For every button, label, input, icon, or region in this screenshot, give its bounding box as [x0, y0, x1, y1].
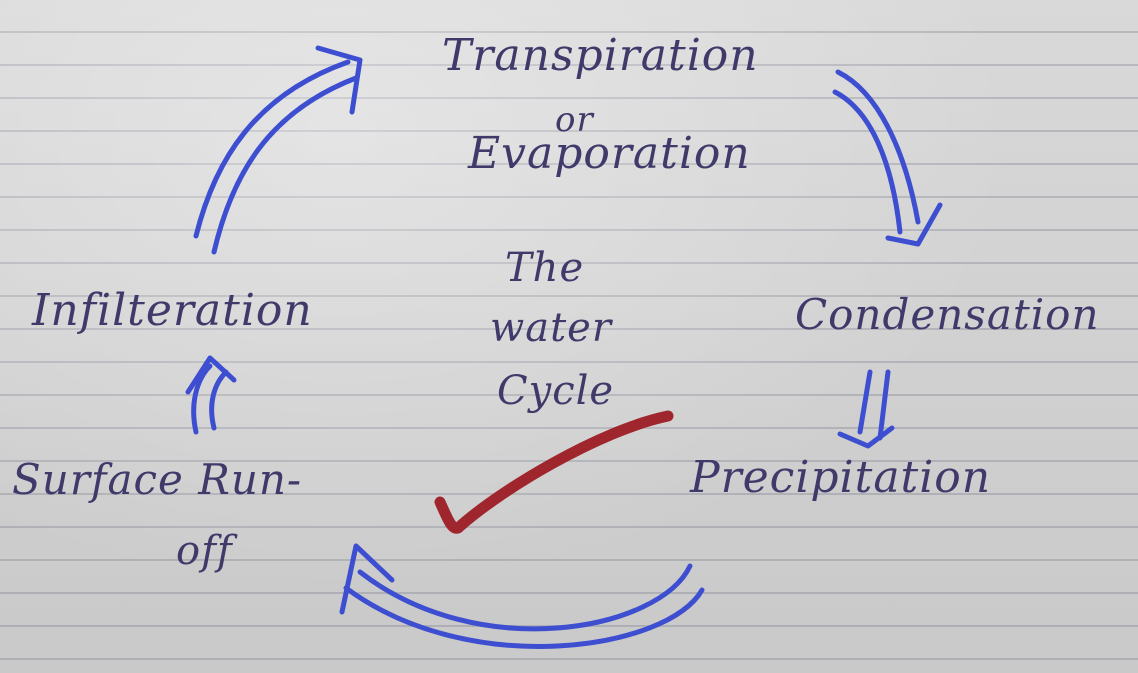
- label-precipitation: Precipitation: [690, 452, 992, 503]
- center-title-line2: water: [490, 305, 612, 351]
- label-condensation: Condensation: [795, 290, 1100, 339]
- label-evaporation: Evaporation: [468, 128, 751, 179]
- arrow-precipitation-to-runoff: [357, 563, 693, 632]
- check-mark: [434, 410, 674, 534]
- label-transpiration: Transpiration: [442, 30, 759, 81]
- arrow-infiltration-to-transpiration: [193, 59, 351, 239]
- label-or: or: [555, 100, 594, 140]
- arrow-runoff-to-infiltration: [191, 363, 213, 435]
- center-title-line3: Cycle: [497, 368, 615, 414]
- arrow-condensation-to-precipitation: [857, 369, 873, 435]
- label-surface-runoff-cont: off: [176, 528, 233, 574]
- label-infiltration: Infilteration: [32, 285, 313, 336]
- label-surface-runoff: Surface Run-: [12, 455, 303, 504]
- arrow-transpiration-to-condensation: [835, 69, 921, 225]
- center-title-line1: The: [505, 245, 585, 291]
